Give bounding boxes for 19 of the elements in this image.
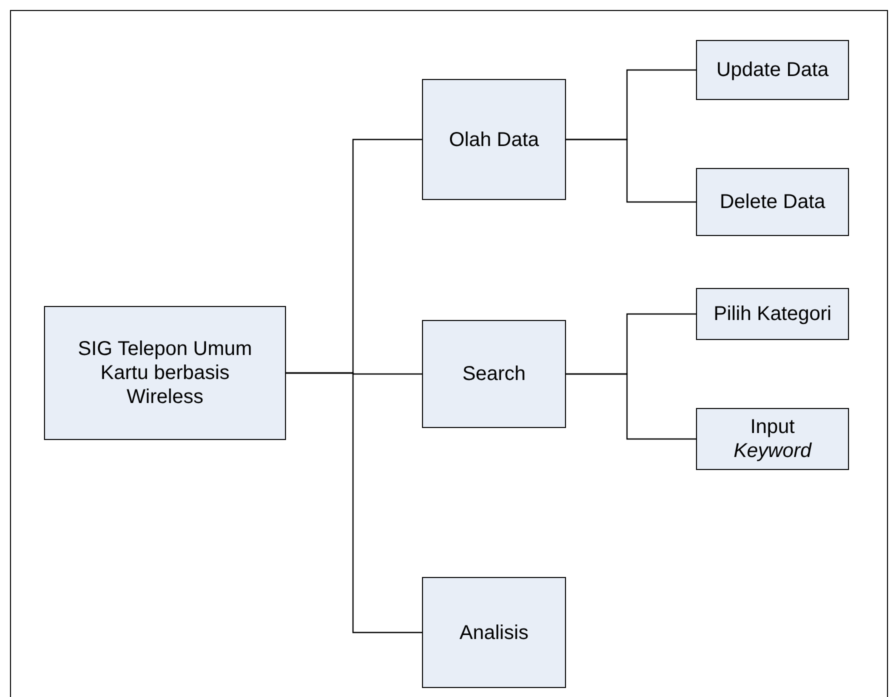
process-box — [696, 288, 849, 340]
connector-line — [566, 138, 696, 203]
box-label: Pilih Kategori — [714, 302, 832, 326]
box-label: Olah Data — [448, 128, 540, 152]
box-label: Search — [462, 362, 526, 386]
process-box — [696, 168, 849, 236]
box-label: Update Data — [716, 58, 829, 82]
connector-line — [286, 372, 422, 634]
connector-line — [566, 373, 696, 440]
process-box — [44, 306, 286, 440]
process-box — [422, 577, 566, 688]
box-label: Input Keyword — [732, 415, 813, 463]
box-label: SIG Telepon Umum Kartu berbasis Wireless — [76, 337, 254, 409]
process-box — [696, 408, 849, 470]
box-label: Analisis — [460, 620, 528, 644]
process-box — [696, 40, 849, 100]
box-label: Delete Data — [720, 190, 826, 214]
process-box — [422, 79, 566, 200]
process-box — [422, 320, 566, 428]
